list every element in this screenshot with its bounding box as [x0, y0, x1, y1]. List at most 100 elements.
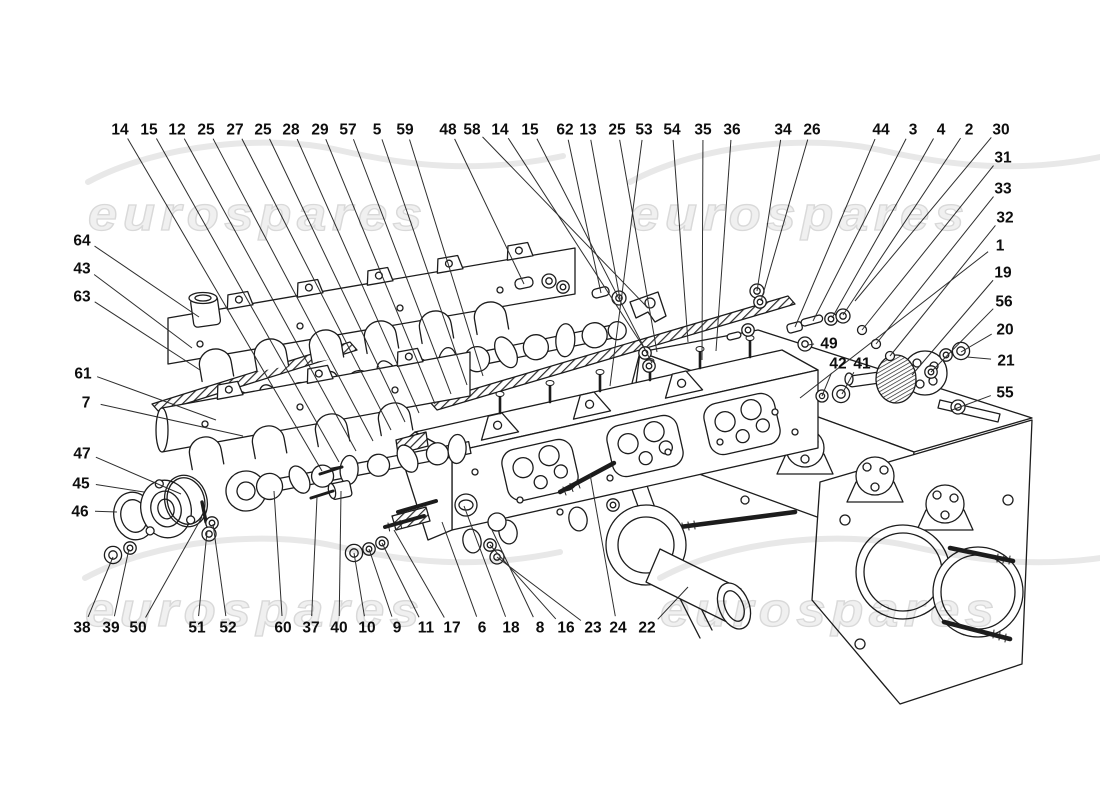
leader-line	[155, 138, 340, 463]
leader-line	[489, 544, 557, 620]
part-number[interactable]: 11	[418, 620, 435, 637]
watermark-text: eurospares	[660, 584, 1000, 637]
part-number[interactable]: 41	[853, 356, 871, 373]
part-number[interactable]: 55	[996, 385, 1014, 402]
leader-line	[875, 196, 994, 345]
part-number[interactable]: 9	[393, 620, 402, 637]
part-number[interactable]: 12	[168, 122, 185, 139]
part-number[interactable]: 61	[74, 366, 92, 383]
part-number[interactable]: 17	[443, 620, 460, 637]
part-number[interactable]: 47	[73, 446, 90, 463]
part-number[interactable]: 64	[73, 233, 91, 250]
part-number[interactable]: 53	[635, 122, 653, 139]
part-number[interactable]: 54	[663, 122, 681, 139]
part-number[interactable]: 32	[996, 210, 1013, 227]
part-number[interactable]: 28	[282, 122, 300, 139]
leader-line	[842, 137, 962, 316]
watermark-swoosh	[85, 139, 566, 185]
part-number[interactable]: 51	[188, 620, 206, 637]
leader-line	[589, 473, 616, 617]
part-number[interactable]: 48	[439, 122, 457, 139]
part-number[interactable]: 8	[536, 620, 545, 637]
leader-line	[821, 372, 832, 397]
part-number[interactable]: 7	[82, 395, 91, 412]
cam-housing-lower	[155, 347, 471, 471]
part-number[interactable]: 49	[820, 336, 838, 353]
part-number[interactable]: 30	[992, 122, 1009, 139]
leader-line	[756, 139, 782, 292]
leader-line	[241, 138, 392, 431]
part-number[interactable]: 42	[829, 356, 846, 373]
part-number[interactable]: 35	[694, 122, 712, 139]
part-number[interactable]: 56	[995, 294, 1013, 311]
part-number[interactable]: 27	[226, 122, 243, 139]
part-number[interactable]: 46	[71, 504, 89, 521]
part-number[interactable]: 50	[129, 620, 146, 637]
leader-line	[794, 138, 876, 328]
part-number[interactable]: 15	[140, 122, 158, 139]
part-number[interactable]: 1	[996, 238, 1005, 255]
part-number[interactable]: 57	[339, 122, 356, 139]
part-number[interactable]: 13	[579, 122, 597, 139]
part-number[interactable]: 25	[197, 122, 215, 139]
leader-line	[96, 376, 217, 421]
part-number[interactable]: 2	[965, 122, 974, 139]
part-number[interactable]: 16	[557, 620, 575, 637]
part-number[interactable]: 19	[994, 265, 1012, 282]
part-number[interactable]: 63	[73, 289, 91, 306]
part-number[interactable]: 52	[219, 620, 236, 637]
leader-line	[183, 138, 357, 452]
leader-line	[393, 529, 445, 618]
part-number[interactable]: 29	[311, 122, 329, 139]
part-number[interactable]: 39	[102, 620, 120, 637]
part-number[interactable]: 26	[803, 122, 821, 139]
part-number[interactable]: 38	[73, 620, 91, 637]
hardware-lower-middle	[309, 460, 620, 565]
leader-line	[812, 138, 907, 322]
leader-line	[951, 395, 991, 411]
leader-line	[94, 510, 118, 513]
leader-line	[212, 138, 374, 442]
part-number[interactable]: 5	[373, 122, 382, 139]
leader-line	[269, 138, 406, 423]
part-number[interactable]: 33	[994, 181, 1012, 198]
part-number[interactable]: 18	[502, 620, 520, 637]
part-number[interactable]: 10	[358, 620, 375, 637]
part-number[interactable]: 59	[396, 122, 414, 139]
part-number[interactable]: 45	[72, 476, 90, 493]
part-number[interactable]: 20	[996, 322, 1013, 339]
part-number[interactable]: 44	[872, 122, 890, 139]
leader-line	[311, 496, 318, 617]
leader-line	[930, 308, 994, 373]
leader-line	[94, 245, 200, 318]
leader-line	[861, 165, 994, 331]
part-number[interactable]: 58	[463, 122, 481, 139]
part-number[interactable]: 40	[330, 620, 347, 637]
part-number[interactable]: 25	[608, 122, 626, 139]
leader-line	[619, 139, 658, 353]
part-number[interactable]: 6	[478, 620, 487, 637]
part-number[interactable]: 25	[254, 122, 272, 139]
leader-line	[368, 548, 393, 617]
part-number[interactable]: 37	[302, 620, 319, 637]
part-number[interactable]: 34	[774, 122, 792, 139]
part-number[interactable]: 14	[491, 122, 509, 139]
part-number[interactable]: 62	[556, 122, 573, 139]
part-number[interactable]: 60	[274, 620, 291, 637]
part-number[interactable]: 23	[584, 620, 602, 637]
part-number[interactable]: 4	[937, 122, 946, 139]
part-number[interactable]: 36	[723, 122, 741, 139]
water-pump	[605, 504, 752, 630]
part-number[interactable]: 3	[909, 122, 918, 139]
part-number[interactable]: 22	[638, 620, 655, 637]
leader-line	[95, 484, 145, 493]
part-number[interactable]: 31	[994, 150, 1012, 167]
part-number[interactable]: 14	[111, 122, 129, 139]
part-number[interactable]: 43	[73, 261, 91, 278]
part-number[interactable]: 21	[997, 353, 1015, 370]
part-number[interactable]: 24	[609, 620, 627, 637]
leader-line	[966, 356, 992, 360]
leader-line	[715, 139, 732, 352]
part-number[interactable]: 15	[521, 122, 539, 139]
